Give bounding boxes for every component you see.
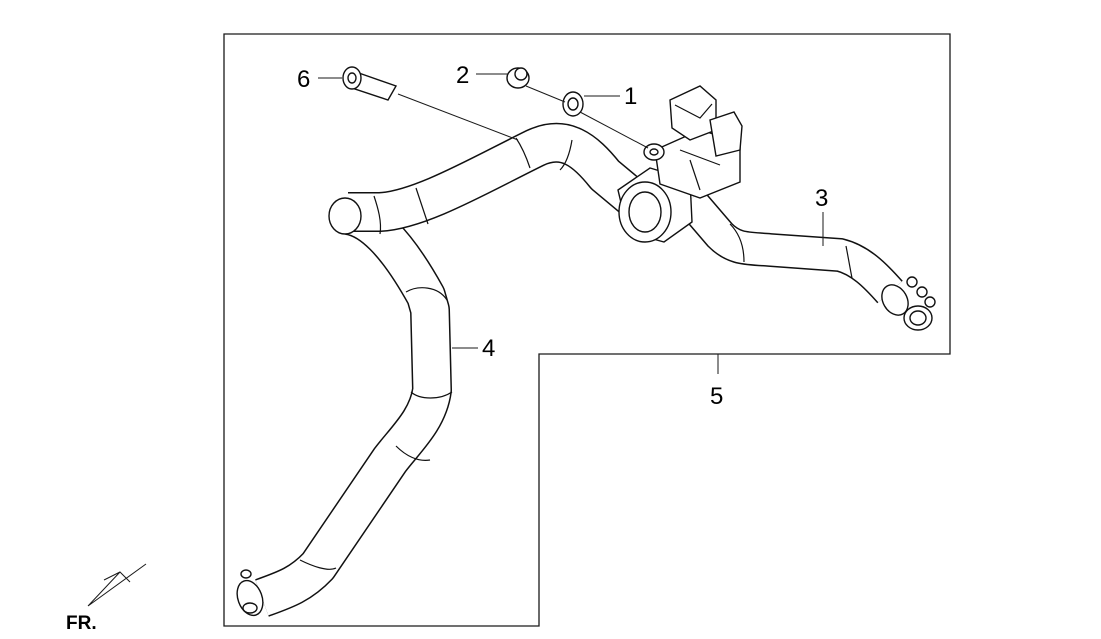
callout-2: 2 <box>456 62 469 89</box>
part-2-grommet <box>506 67 530 89</box>
callout-6: 6 <box>297 66 310 93</box>
leader-1-path <box>579 111 649 149</box>
callout-1: 1 <box>624 83 637 110</box>
callout-5: 5 <box>710 383 723 410</box>
front-direction-indicator: FR. <box>66 563 147 634</box>
hose-upper <box>328 122 648 235</box>
leader-6-path <box>397 93 519 141</box>
front-label: FR. <box>66 613 97 634</box>
hose-4 <box>236 195 453 617</box>
callout-4: 4 <box>482 335 495 362</box>
part-1-oring <box>562 91 584 117</box>
leader-2-path <box>525 85 566 103</box>
valve-assembly <box>617 85 743 243</box>
part-6-plug <box>342 66 398 101</box>
callout-3: 3 <box>815 185 828 212</box>
hose-3 <box>677 188 936 331</box>
front-arrow-icon <box>87 563 147 607</box>
hose-3-fitting <box>881 284 909 316</box>
assembly-frame <box>223 33 951 627</box>
